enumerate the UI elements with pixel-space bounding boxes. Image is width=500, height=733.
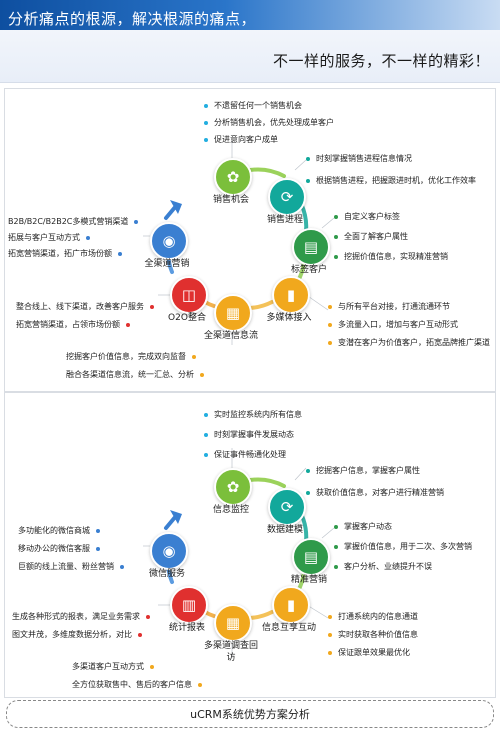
- list-item: 时刻掌握销售进程信息情况: [306, 154, 412, 164]
- node-label: 数据建模: [266, 525, 303, 535]
- node-label: O2O整合: [168, 313, 206, 323]
- refresh-cycle-icon: ⟳: [280, 187, 294, 206]
- node-label: 全渠道信息流: [203, 331, 258, 341]
- footer-title-text: uCRM系统优势方案分析: [190, 708, 310, 721]
- node-label: 全渠道营销: [144, 259, 190, 269]
- node-label: 统计报表: [168, 623, 205, 633]
- node-label: 信息互享互动: [261, 623, 316, 633]
- list-item: 不遗留任何一个销售机会: [204, 101, 302, 111]
- section-2-panel: [4, 392, 496, 698]
- list-item: 掌握价值信息，用于二次、多次营销: [334, 542, 472, 552]
- list-item: 挖掘客户信息，掌握客户属性: [306, 466, 420, 476]
- list-item: 整合线上、线下渠道，改善客户服务: [16, 302, 154, 312]
- list-item: 保证事件畅通化处理: [204, 450, 286, 460]
- list-item: 拓展与客户互动方式: [8, 233, 90, 243]
- list-item: 挖掘客户价值信息，完成双向监督: [66, 352, 196, 362]
- list-item: 巨额的线上流量、粉丝营销: [18, 562, 124, 572]
- list-item: 拓宽营销渠道，占领市场份额: [16, 320, 130, 330]
- node-sales-opportunity: ✿: [214, 158, 252, 196]
- node-label: 销售进程: [266, 215, 303, 225]
- list-item: 图文并茂，多维度数据分析，对比: [12, 630, 142, 640]
- node-info-sharing: ▮: [272, 586, 310, 624]
- node-multichannel-survey: ▦: [214, 604, 252, 642]
- list-item: 融合各渠道信息流，统一汇总、分析: [66, 370, 204, 380]
- channel-info-icon: ▦: [225, 303, 241, 322]
- hand-leaf-icon: ✿: [226, 477, 240, 496]
- list-item: 分析销售机会，优先处理成单客户: [204, 118, 334, 128]
- node-label: 精准营销: [290, 575, 327, 585]
- list-item: 打通系统内的信息通道: [328, 612, 418, 622]
- footer-title: uCRM系统优势方案分析: [6, 700, 494, 728]
- node-sales-process: ⟳: [268, 178, 306, 216]
- list-item: 促进意向客户成单: [204, 135, 278, 145]
- node-multimedia: ▮: [272, 276, 310, 314]
- node-statistics-report: ▥: [170, 586, 208, 624]
- hand-leaf-icon: ✿: [226, 167, 240, 186]
- node-omnichannel-marketing: ◉: [150, 222, 188, 260]
- list-item: 保证跟单效果最优化: [328, 648, 410, 658]
- list-item: 拓宽营销渠道，拓广市场份额: [8, 249, 122, 259]
- list-item: 时刻掌握事件发展动态: [204, 430, 294, 440]
- header-blue-band: [0, 0, 500, 30]
- list-item: B2B/B2C/B2B2C多模式营销渠道: [8, 217, 139, 227]
- node-tag-customer: ▤: [292, 228, 330, 266]
- list-item: 全面了解客户属性: [334, 232, 408, 242]
- list-item: 实时获取各种价值信息: [328, 630, 418, 640]
- channel-info-icon: ▦: [225, 613, 241, 632]
- node-info-monitoring: ✿: [214, 468, 252, 506]
- list-item: 根据销售进程，把握跟进时机，优化工作效率: [306, 176, 476, 186]
- tag-document-icon: ▤: [303, 237, 319, 256]
- section-1-panel: [4, 88, 496, 392]
- media-book-icon: ▮: [286, 285, 296, 304]
- o2o-integration-icon: ◫: [181, 285, 197, 304]
- header-line-2: 不一样的服务，不一样的精彩！: [272, 52, 490, 70]
- node-label: 多渠道调查回访: [203, 641, 258, 663]
- node-data-modeling: ⟳: [268, 488, 306, 526]
- list-item: 生成各种形式的报表，满足业务需求: [12, 612, 150, 622]
- list-item: 掌握客户动态: [334, 522, 392, 532]
- compass-marketing-icon: ◉: [162, 231, 176, 250]
- list-item: 多功能化的微信商城: [18, 526, 100, 536]
- list-item: 全方位获取售中、售后的客户信息: [72, 680, 202, 690]
- report-chart-icon: ▥: [181, 595, 197, 614]
- compass-marketing-icon: ◉: [162, 541, 176, 560]
- list-item: 挖掘价值信息，实现精准营销: [334, 252, 448, 262]
- media-book-icon: ▮: [286, 595, 296, 614]
- list-item: 获取价值信息，对客户进行精准营销: [306, 488, 444, 498]
- list-item: 多渠道客户互动方式: [72, 662, 154, 672]
- list-item: 与所有平台对接，打通流通环节: [328, 302, 450, 312]
- list-item: 移动办公的微信客服: [18, 544, 100, 554]
- header-banner: 分析痛点的根源，解决根源的痛点， 不一样的服务，不一样的精彩！: [0, 0, 500, 83]
- list-item: 多流量入口，增加与客户互动形式: [328, 320, 458, 330]
- list-item: 变潜在客户为价值客户，拓宽品牌推广渠道: [328, 338, 490, 348]
- node-o2o: ◫: [170, 276, 208, 314]
- tag-document-icon: ▤: [303, 547, 319, 566]
- node-label: 多媒体接入: [266, 313, 312, 323]
- list-item: 客户分析、业绩提升不误: [334, 562, 432, 572]
- header-line-1: 分析痛点的根源，解决根源的痛点，: [8, 10, 257, 28]
- node-label: 微信服务: [148, 569, 185, 579]
- node-label: 标签客户: [290, 265, 327, 275]
- list-item: 实时监控系统内所有信息: [204, 410, 302, 420]
- node-precision-marketing: ▤: [292, 538, 330, 576]
- list-item: 自定义客户标签: [334, 212, 400, 222]
- node-label: 销售机会: [212, 195, 249, 205]
- node-label: 信息监控: [212, 505, 249, 515]
- node-omnichannel-info: ▦: [214, 294, 252, 332]
- refresh-cycle-icon: ⟳: [280, 497, 294, 516]
- node-wechat-service: ◉: [150, 532, 188, 570]
